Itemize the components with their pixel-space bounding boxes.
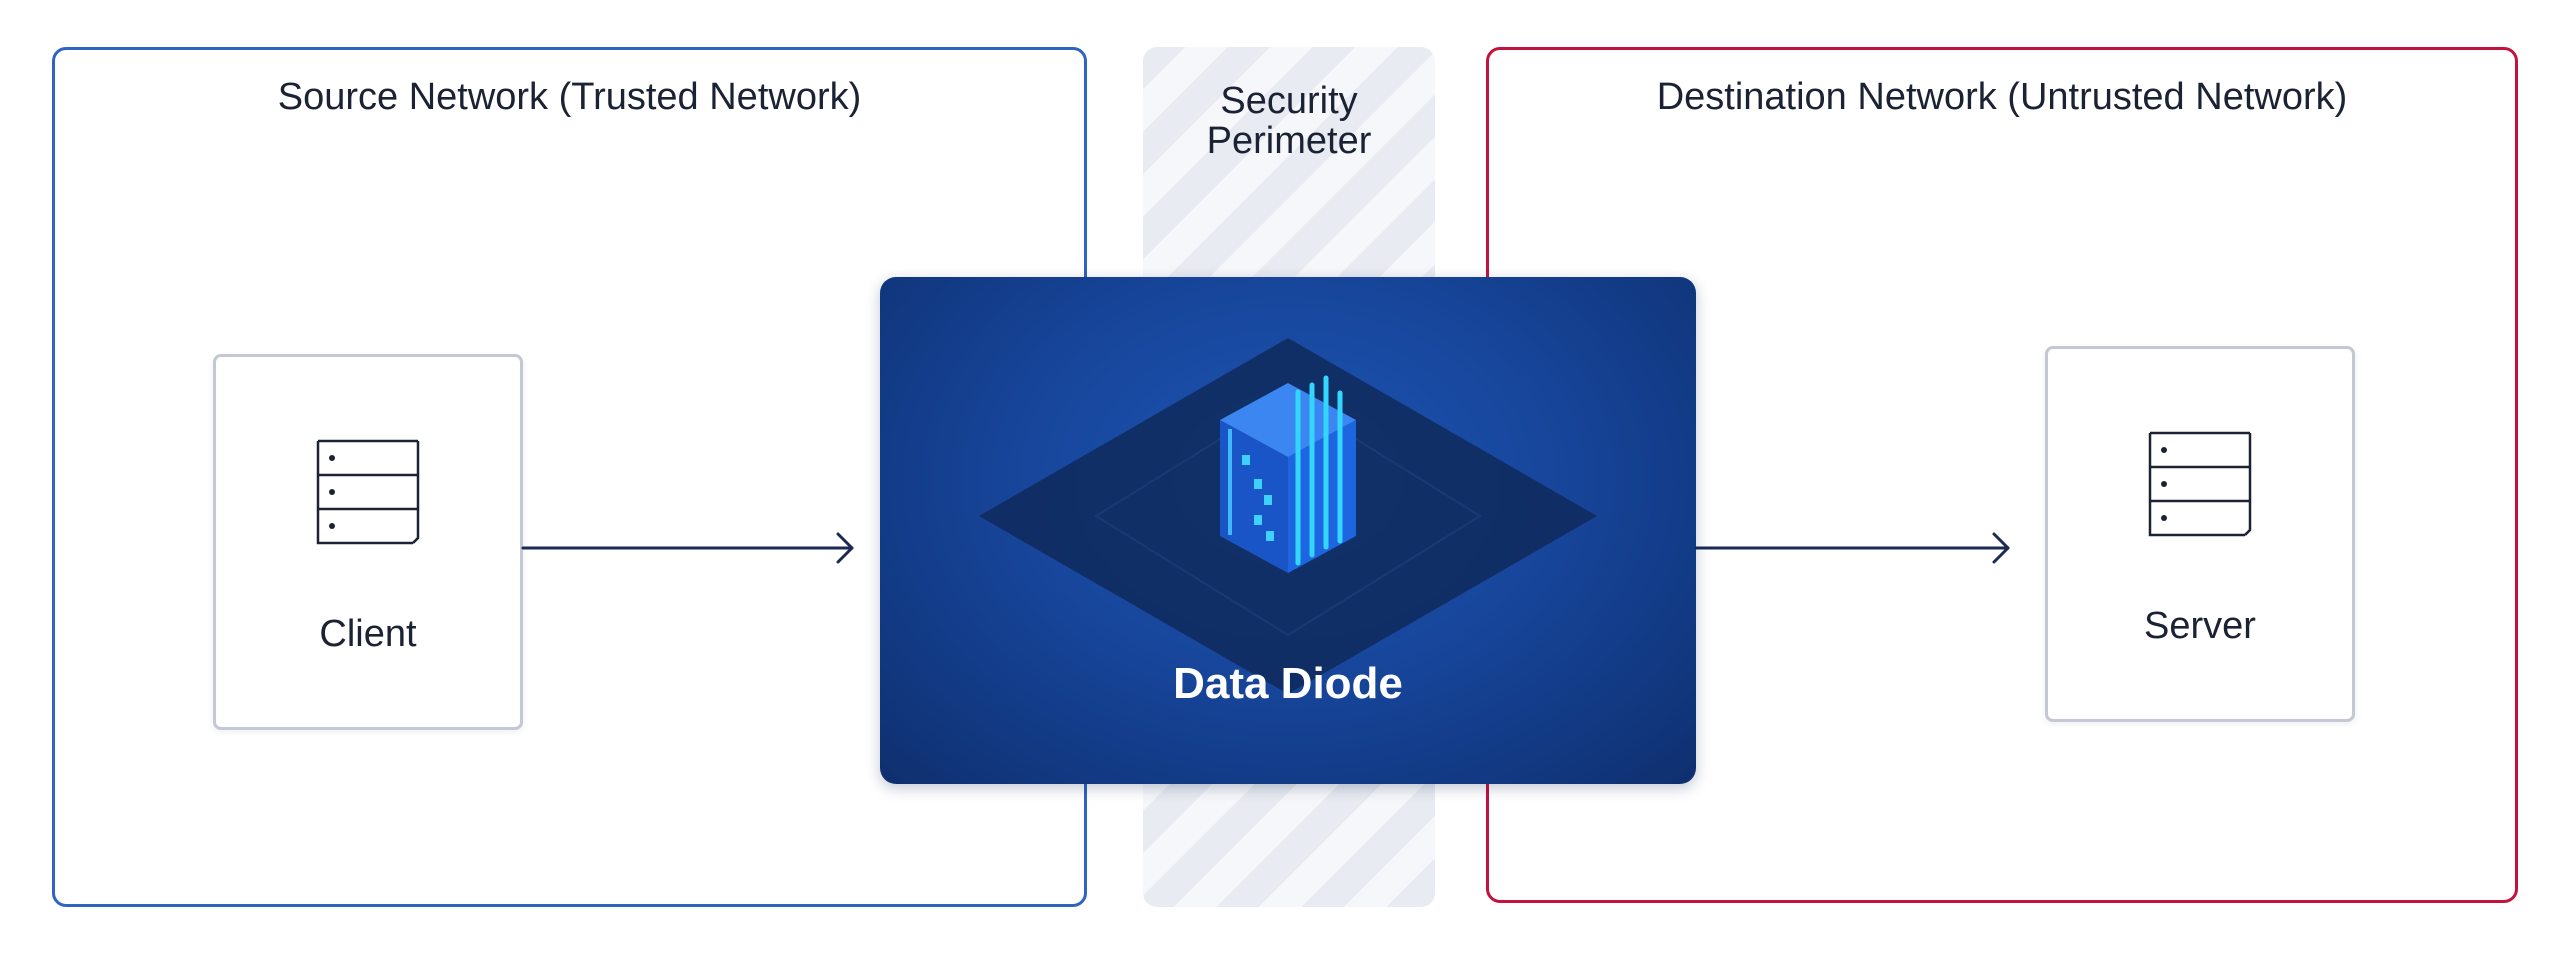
server-rack-icon [312,439,424,550]
data-diode-node: Data Diode [880,277,1696,784]
security-perimeter-title: Security Perimeter [1206,80,1372,162]
source-network-title: Source Network (Trusted Network) [277,76,862,118]
destination-network-title: Destination Network (Untrusted Network) [1656,76,2348,118]
client-label: Client [319,613,417,655]
server-node: Server [2045,346,2355,722]
client-to-diode-arrow [521,532,854,564]
server-label: Server [2144,605,2256,647]
data-diode-label: Data Diode [1173,659,1403,708]
isometric-device-icon [979,338,1597,694]
diode-to-server-arrow [1694,532,2010,564]
server-rack-icon [2144,431,2256,542]
client-node: Client [213,354,523,730]
